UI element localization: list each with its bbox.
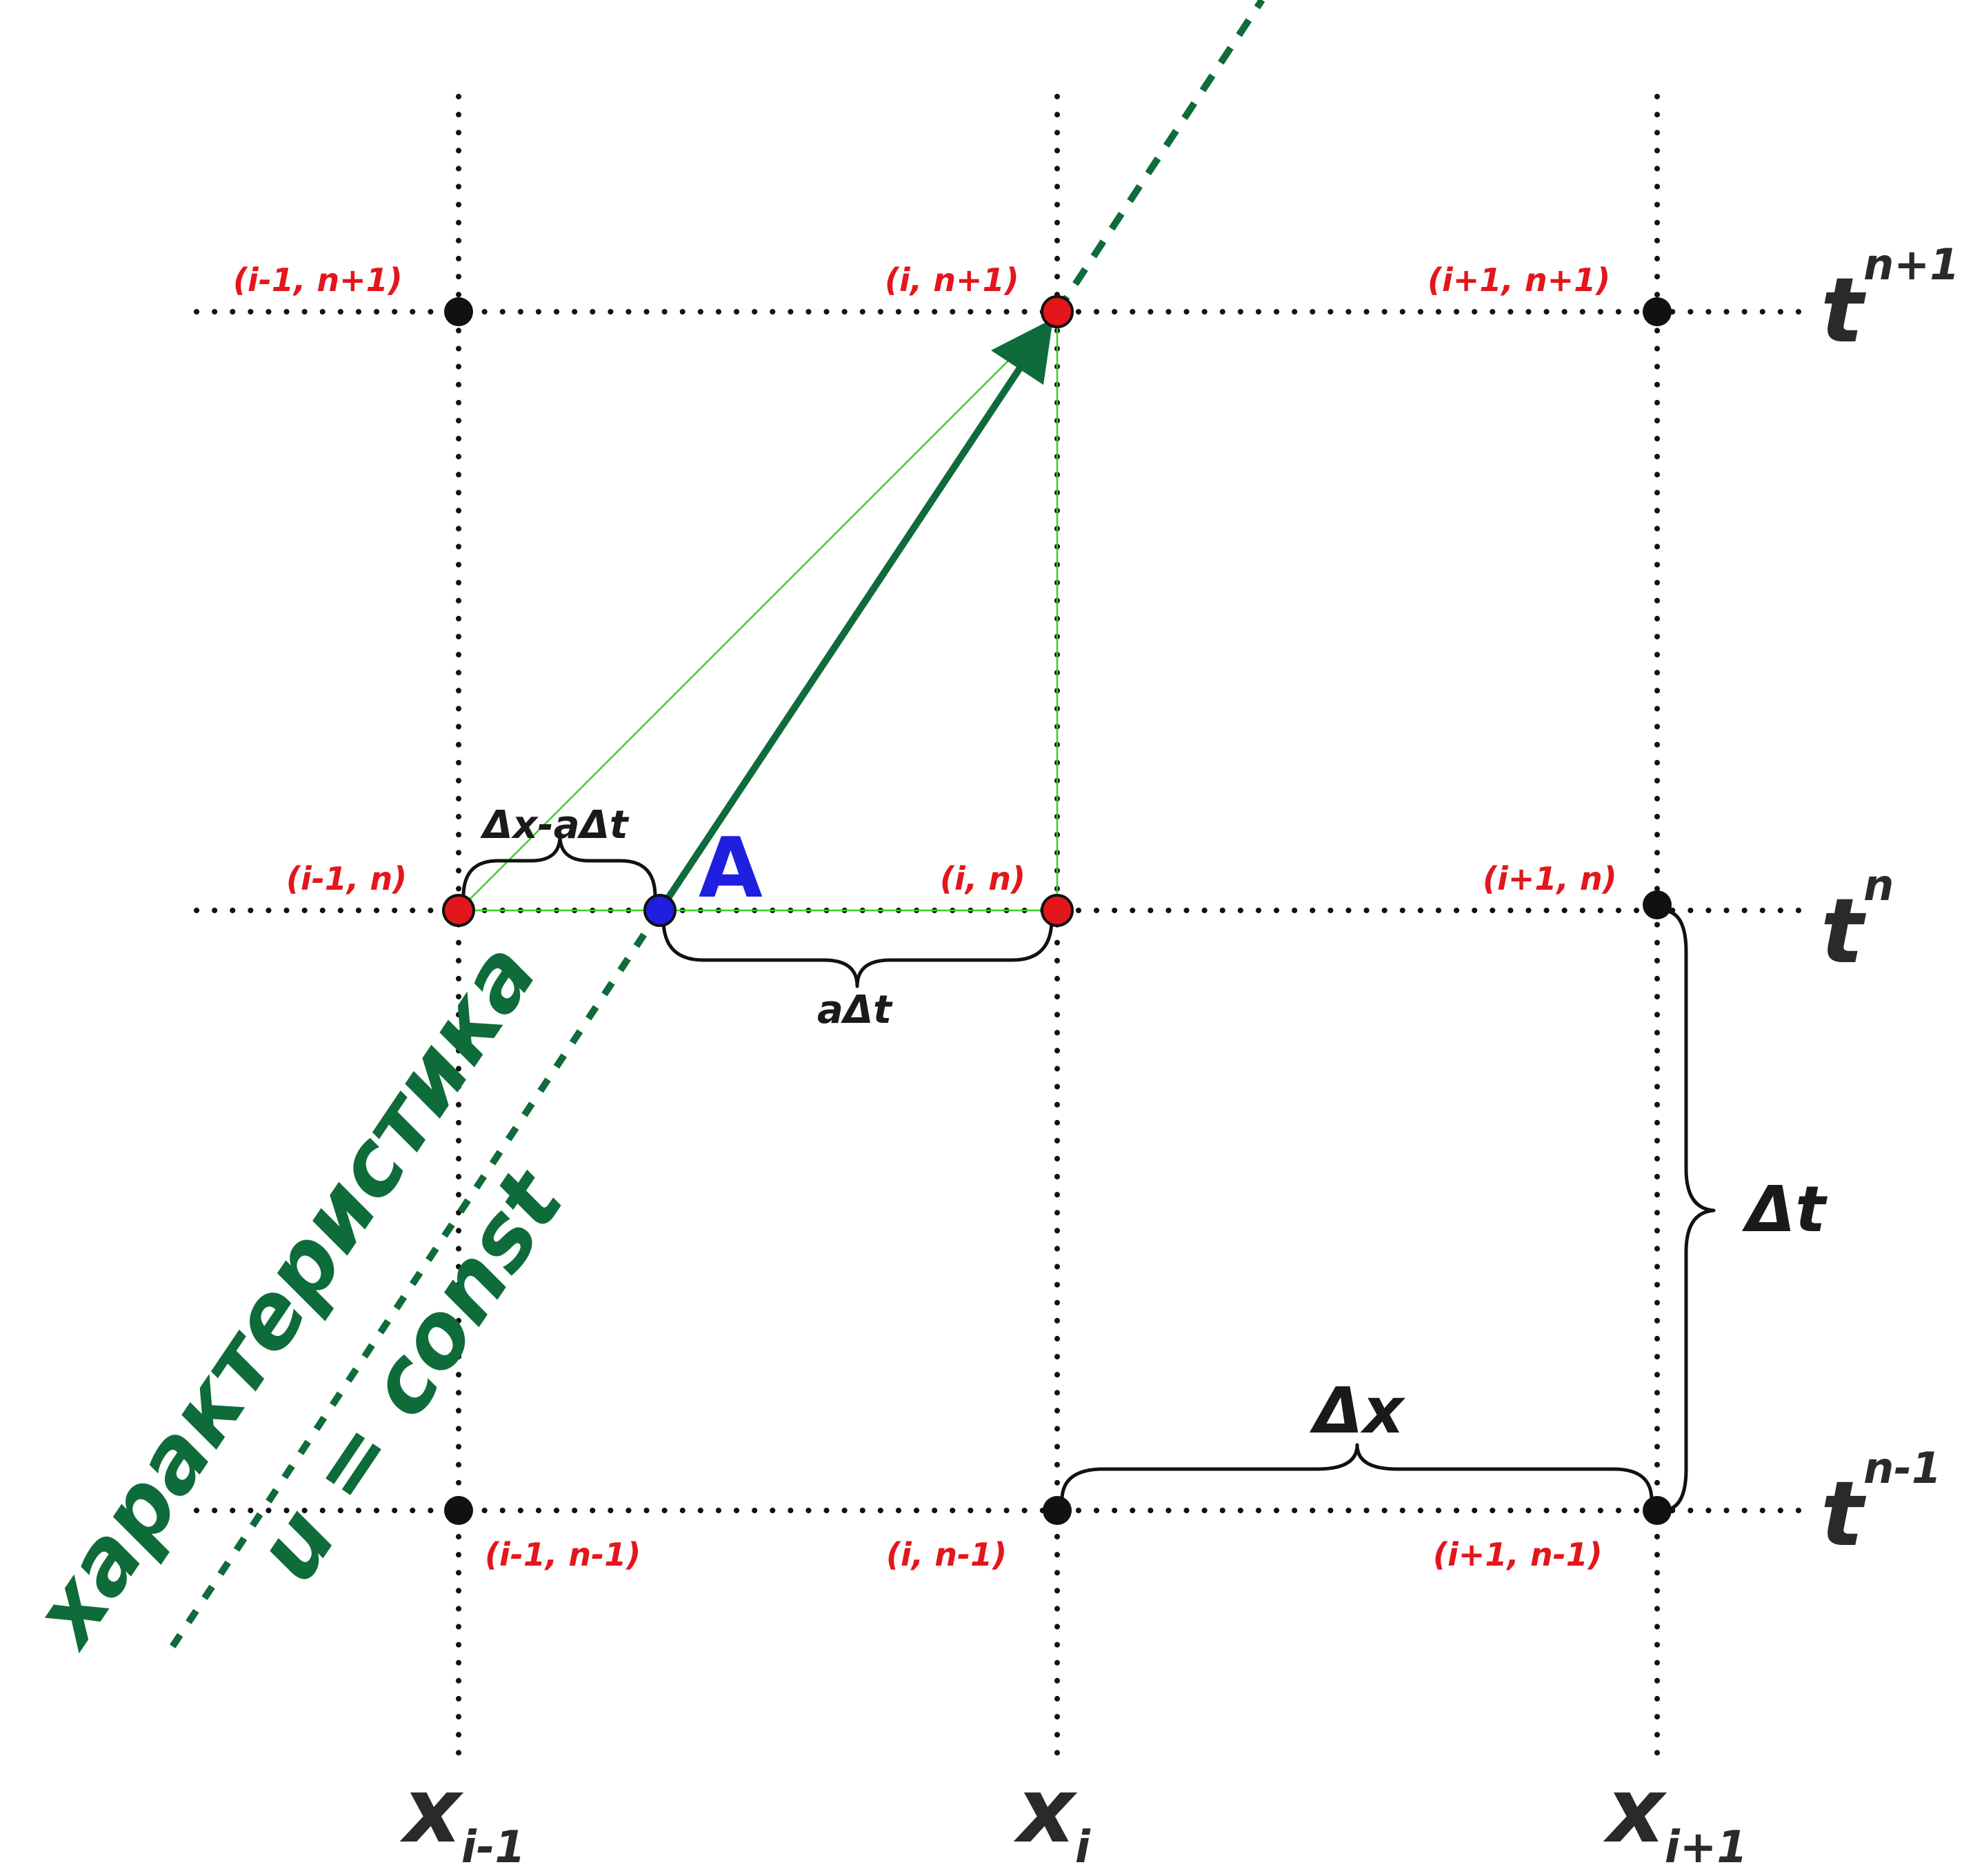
- node-i+1-n: [1643, 890, 1672, 919]
- dt-label: Δt: [1741, 1172, 1827, 1246]
- point-A: [643, 894, 677, 927]
- x-label-i-1: xi-1: [399, 1758, 525, 1873]
- characteristic-arrowhead: [991, 319, 1053, 385]
- node-i+1-n+1: [1643, 297, 1672, 326]
- node-label-i-n: (i, n): [940, 860, 1025, 897]
- t-label-n-1: tn-1: [1821, 1443, 1941, 1566]
- adt-label: aΔt: [817, 988, 893, 1032]
- characteristic-line-upper: [1054, 0, 1265, 314]
- x-label-i: xi: [1013, 1758, 1091, 1873]
- node-i-n+1: [1041, 295, 1074, 328]
- node-i-1-n-1: [444, 1496, 473, 1525]
- brace-adt: [661, 917, 1054, 988]
- point-A-label: A: [699, 821, 763, 917]
- node-label-i-n+1: (i, n+1): [885, 261, 1019, 299]
- brace-dx-minus-adt: [461, 834, 657, 899]
- t-label-n: tn: [1821, 860, 1894, 984]
- node-i-1-n: [442, 894, 475, 927]
- node-i-n-1: [1043, 1496, 1072, 1525]
- node-i-1-n+1: [444, 297, 473, 326]
- node-label-i-n-1: (i, n-1): [886, 1536, 1007, 1573]
- node-label-i-1-n-1: (i-1, n-1): [485, 1536, 641, 1573]
- t-label-n+1: tn+1: [1821, 239, 1959, 363]
- node-i-n: [1041, 894, 1074, 927]
- node-label-i+1-n+1: (i+1, n+1): [1428, 261, 1610, 299]
- brace-dt: [1660, 908, 1716, 1513]
- node-label-i+1-n-1: (i+1, n-1): [1433, 1536, 1603, 1573]
- node-label-i+1-n: (i+1, n): [1483, 860, 1617, 897]
- dx-minus-adt-label: Δx-aΔt: [480, 803, 630, 848]
- dx-label: Δx: [1309, 1374, 1405, 1448]
- brace-dx: [1060, 1443, 1654, 1502]
- node-label-i-1-n+1: (i-1, n+1): [233, 261, 403, 299]
- node-i+1-n-1: [1643, 1496, 1672, 1525]
- node-label-i-1-n: (i-1, n): [286, 860, 407, 897]
- triangle-hypotenuse: [458, 311, 1058, 911]
- characteristic-line-lower: [166, 908, 663, 1654]
- characteristic-arrow-shaft: [657, 363, 1024, 914]
- x-label-i+1: xi+1: [1603, 1758, 1747, 1873]
